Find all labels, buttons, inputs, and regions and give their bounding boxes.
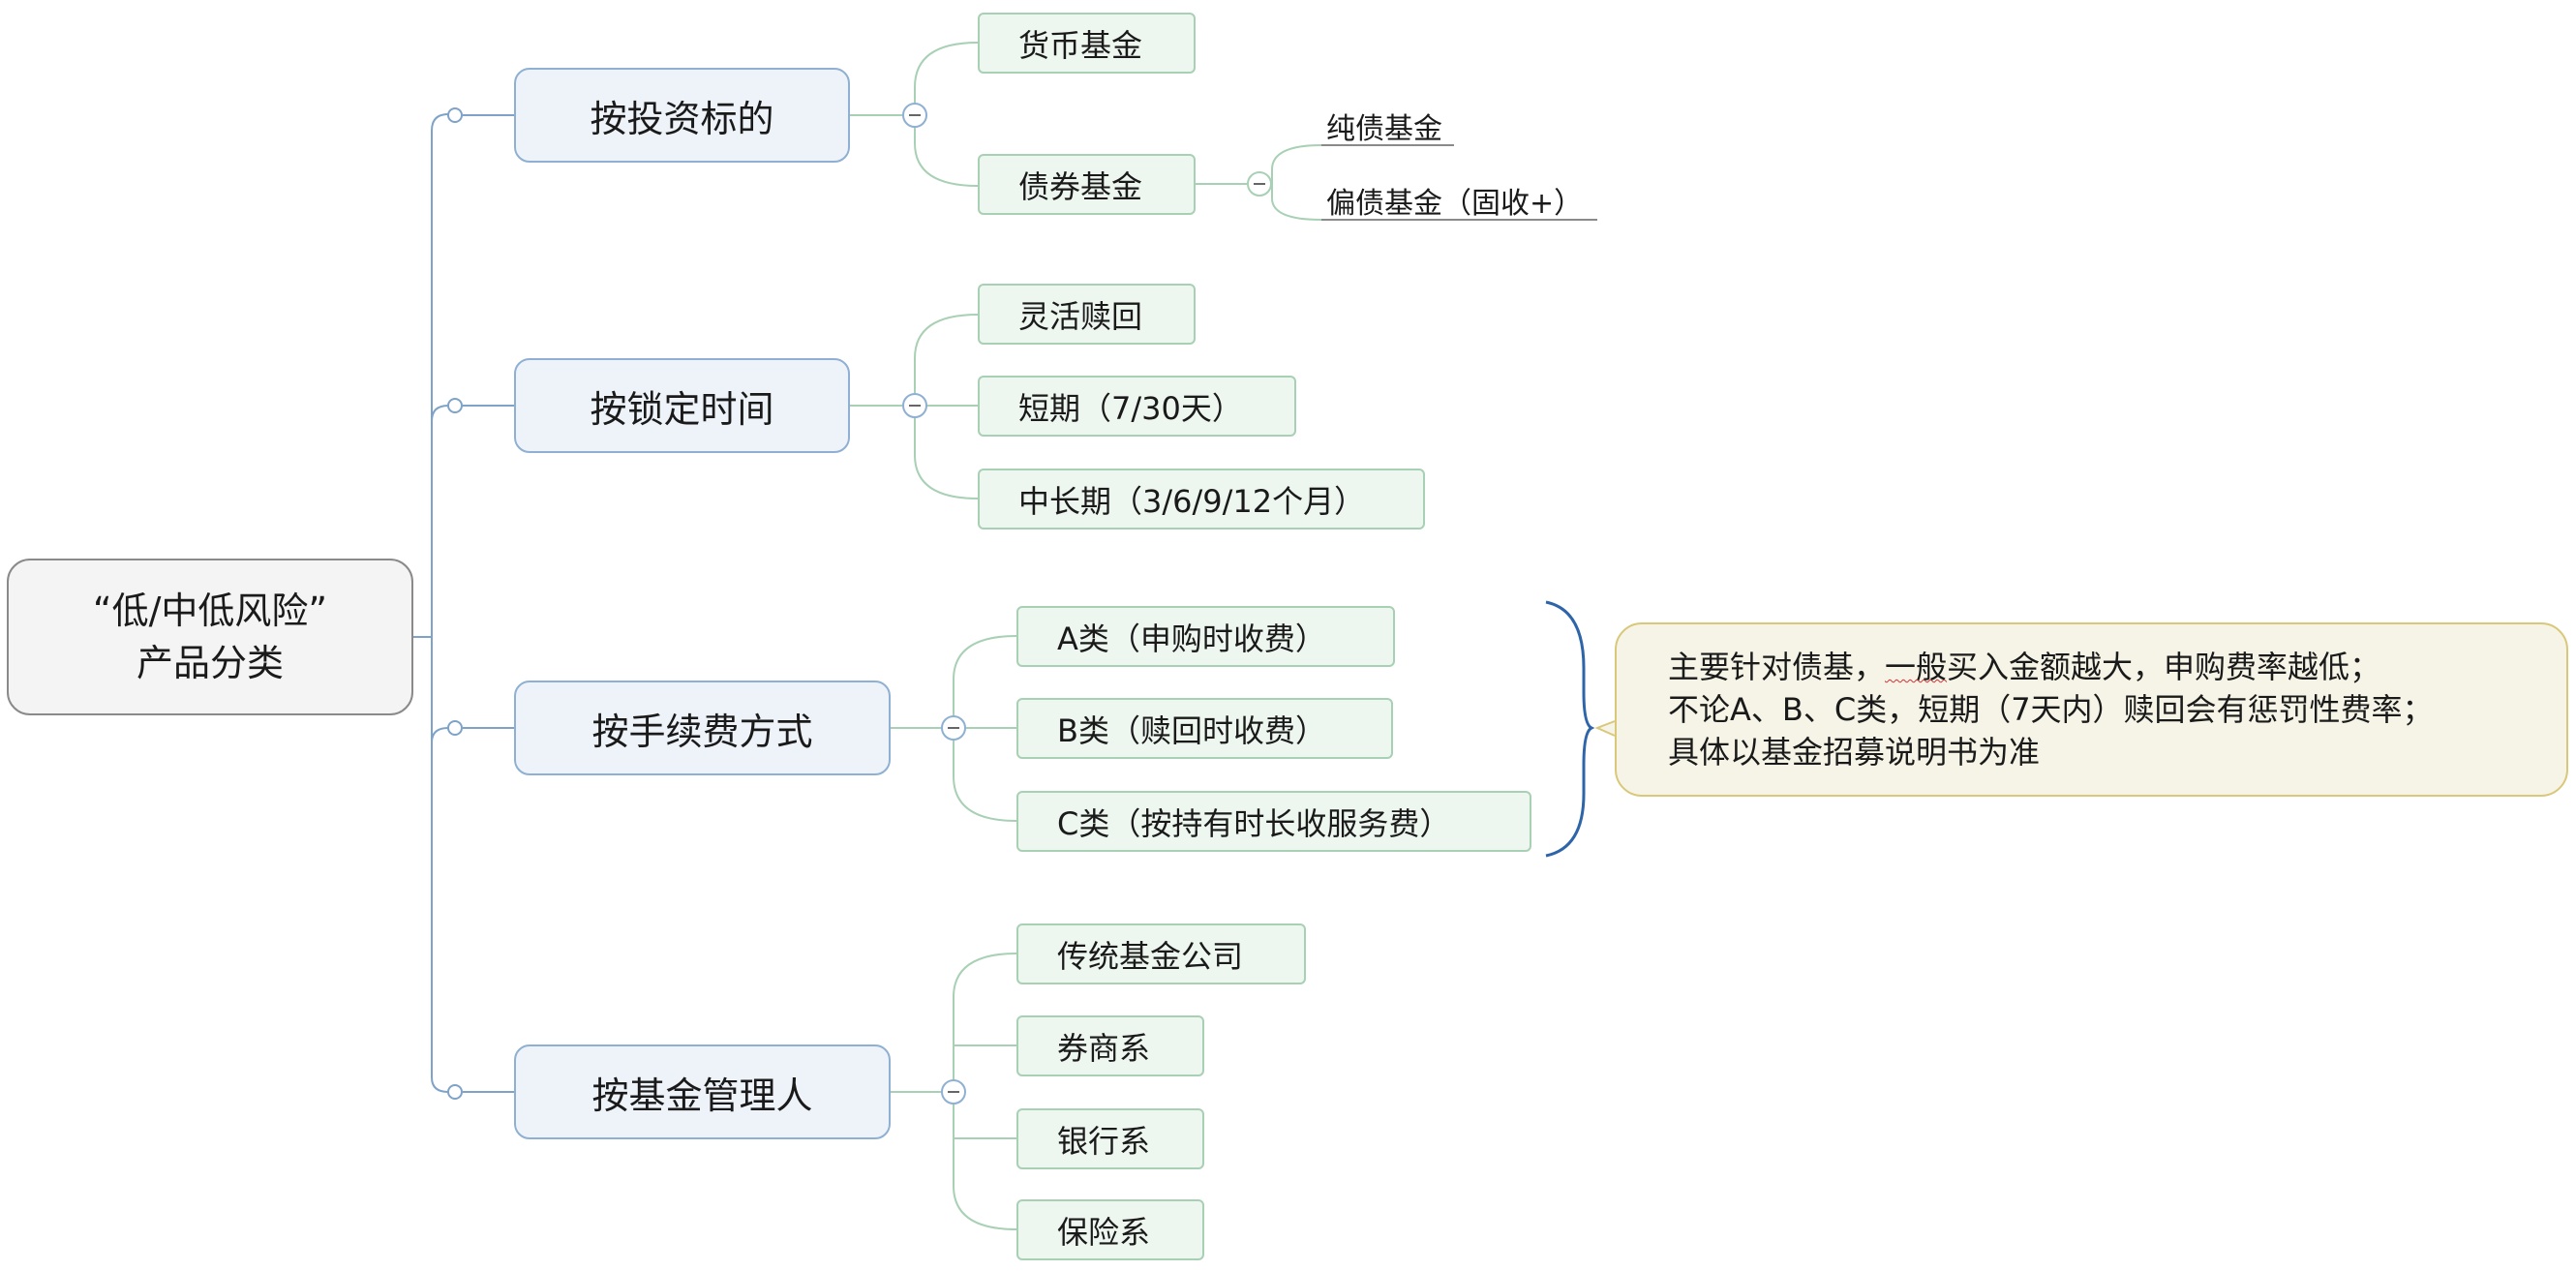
junction-dot-2 xyxy=(447,398,463,413)
collapse-toggle-branch-4[interactable] xyxy=(941,1079,966,1105)
branch-by-investment-target[interactable]: 按投资标的 xyxy=(514,68,850,163)
branch-by-fund-manager[interactable]: 按基金管理人 xyxy=(514,1044,891,1139)
topic-label: 保险系 xyxy=(1057,1213,1151,1251)
leaf-bond-biased-fund[interactable]: 偏债基金（固收+） xyxy=(1326,187,1584,221)
branch-by-lock-period[interactable]: 按锁定时间 xyxy=(514,358,850,453)
topic-label: 传统基金公司 xyxy=(1057,937,1244,975)
topic-flexible-redemption[interactable]: 灵活赎回 xyxy=(978,284,1196,345)
topic-bond-fund[interactable]: 债券基金 xyxy=(978,154,1196,215)
topic-label: B类（赎回时收费） xyxy=(1057,711,1326,749)
topic-brokerage[interactable]: 券商系 xyxy=(1016,1015,1204,1076)
root-title-line-2: 产品分类 xyxy=(136,642,284,684)
topic-label: 灵活赎回 xyxy=(1018,297,1143,335)
connector-b1-children xyxy=(914,42,979,187)
summary-brace xyxy=(1545,600,1595,858)
junction-dot-1 xyxy=(447,107,463,123)
summary-note[interactable]: 主要针对债基，一般买入金额越大，申购费率越低； 不论A、B、C类，短期（7天内）… xyxy=(1615,622,2568,797)
topic-short-term[interactable]: 短期（7/30天） xyxy=(978,376,1296,437)
root-title-line-1: “低/中低风险” xyxy=(92,590,328,632)
topic-mid-long-term[interactable]: 中长期（3/6/9/12个月） xyxy=(978,469,1425,530)
collapse-toggle-branch-3[interactable] xyxy=(941,715,966,741)
branch-label: 按投资标的 xyxy=(590,97,774,140)
branch-by-fee-method[interactable]: 按手续费方式 xyxy=(514,681,891,775)
collapse-toggle-branch-2[interactable] xyxy=(902,393,927,418)
topic-label: 银行系 xyxy=(1057,1122,1151,1160)
connector-bond-children xyxy=(1271,144,1322,221)
leaf-pure-bond-fund[interactable]: 纯债基金 xyxy=(1326,112,1442,146)
note-line-3: 具体以基金招募说明书为准 xyxy=(1668,734,2041,771)
note-line-2: 不论A、B、C类，短期（7天内）赎回会有惩罚性费率； xyxy=(1668,691,2434,728)
topic-class-c[interactable]: C类（按持有时长收服务费） xyxy=(1016,791,1531,852)
note-pointer xyxy=(1594,720,1616,737)
topic-label: 中长期（3/6/9/12个月） xyxy=(1018,482,1366,520)
note-line-1-spellcheck-word: 一般 xyxy=(1885,649,1948,685)
topic-bank[interactable]: 银行系 xyxy=(1016,1108,1204,1169)
junction-dot-3 xyxy=(447,720,463,736)
topic-class-b[interactable]: B类（赎回时收费） xyxy=(1016,698,1393,759)
topic-label: 短期（7/30天） xyxy=(1018,389,1243,427)
junction-dot-4 xyxy=(447,1084,463,1100)
collapse-toggle-branch-1[interactable] xyxy=(902,103,927,128)
note-line-1: 主要针对债基，一般买入金额越大，申购费率越低； xyxy=(1668,646,2566,688)
topic-insurance[interactable]: 保险系 xyxy=(1016,1199,1204,1260)
branch-label: 按基金管理人 xyxy=(591,1074,813,1117)
root-node[interactable]: “低/中低风险” 产品分类 xyxy=(7,559,413,715)
topic-traditional-fund-company[interactable]: 传统基金公司 xyxy=(1016,923,1306,984)
topic-label: 债券基金 xyxy=(1018,167,1143,205)
topic-label: 券商系 xyxy=(1057,1029,1151,1067)
branch-label: 按锁定时间 xyxy=(590,387,774,431)
topic-label: C类（按持有时长收服务费） xyxy=(1057,804,1451,842)
note-line-1-part-c: 买入金额越大，申购费率越低； xyxy=(1947,649,2381,685)
topic-label: A类（申购时收费） xyxy=(1057,620,1326,657)
branch-label: 按手续费方式 xyxy=(591,710,813,753)
note-line-1-part-a: 主要针对债基， xyxy=(1668,649,1886,685)
connector-trunk xyxy=(431,113,455,1093)
topic-money-fund[interactable]: 货币基金 xyxy=(978,13,1196,74)
collapse-toggle-bond-fund[interactable] xyxy=(1247,171,1272,197)
topic-class-a[interactable]: A类（申购时收费） xyxy=(1016,606,1395,667)
topic-label: 货币基金 xyxy=(1018,26,1143,64)
